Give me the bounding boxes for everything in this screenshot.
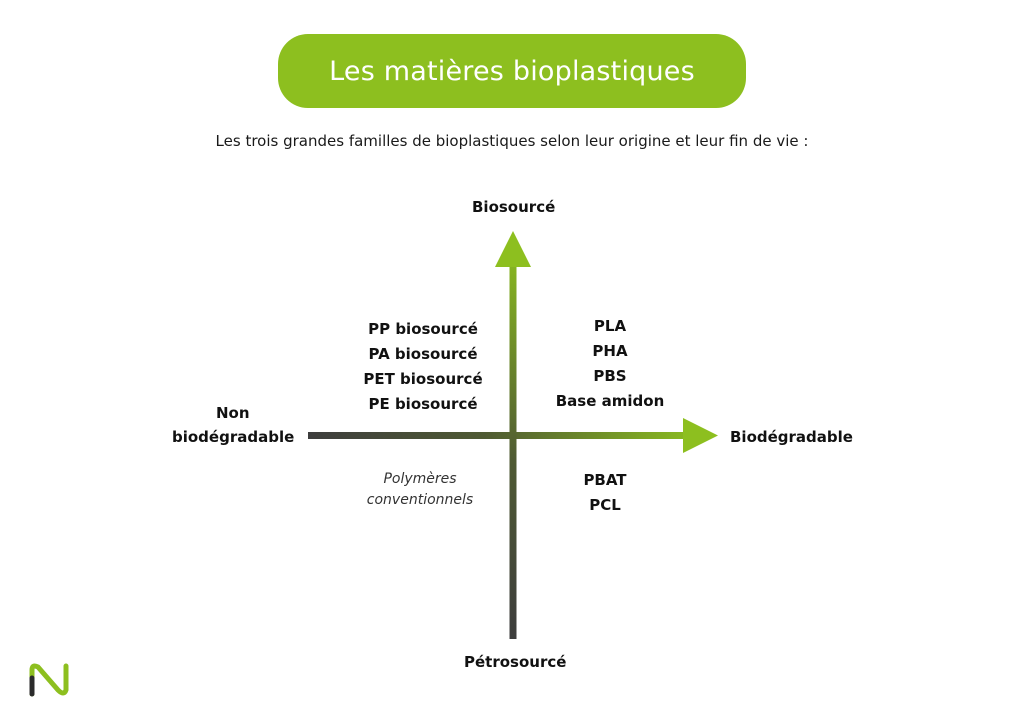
axis-label-right: Biodégradable	[730, 428, 853, 446]
axis-label-bottom: Pétrosourcé	[464, 653, 567, 671]
axis-label-top: Biosourcé	[472, 198, 556, 216]
note-line: Polymères	[383, 471, 457, 487]
list-item: PP biosourcé	[368, 320, 478, 338]
title-banner: Les matières bioplastiques	[278, 34, 746, 108]
list-item: PE biosourcé	[368, 395, 478, 413]
list-item: PET biosourcé	[363, 370, 483, 388]
quadrant-bottom-right: PBAT PCL	[570, 468, 640, 518]
page-title: Les matières bioplastiques	[329, 55, 695, 87]
infinity-logo-icon	[29, 663, 69, 697]
quadrant-top-left: PP biosourcé PA biosourcé PET biosourcé …	[352, 317, 494, 417]
list-item: PA biosourcé	[368, 345, 478, 363]
axis-label-left-line1: Non	[216, 404, 250, 422]
list-item: PHA	[592, 342, 628, 360]
list-item: PCL	[589, 496, 621, 514]
vertical-axis-line	[509, 262, 517, 639]
list-item: PBAT	[583, 471, 627, 489]
axis-label-left-line2: biodégradable	[172, 428, 295, 446]
list-item: PBS	[593, 367, 627, 385]
up-arrow-head	[495, 231, 531, 267]
quadrant-bottom-left-note: Polymères conventionnels	[350, 469, 490, 511]
list-item: PLA	[593, 317, 627, 335]
right-arrow-head	[683, 418, 718, 453]
note-line: conventionnels	[366, 492, 474, 508]
quadrant-top-right: PLA PHA PBS Base amidon	[550, 314, 670, 414]
page-subtitle: Les trois grandes familles de bioplastiq…	[215, 132, 809, 150]
list-item: Base amidon	[555, 392, 665, 410]
horizontal-axis-line	[308, 432, 688, 439]
